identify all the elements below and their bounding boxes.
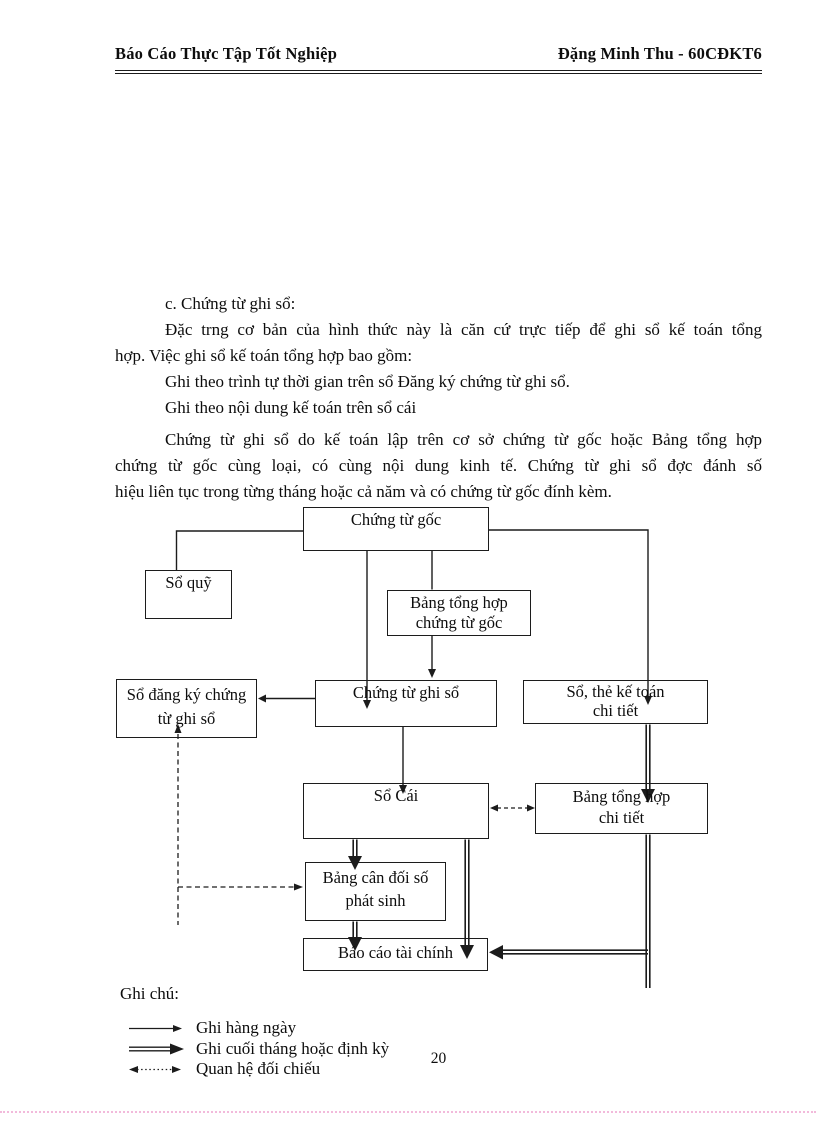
line-chungtugoc-to-soquy bbox=[175, 530, 304, 570]
box-so-cai: Sổ Cái bbox=[303, 783, 489, 839]
dashed-arrow-to-bangcandoi bbox=[178, 883, 303, 891]
body-line: Ghi theo nội dung kế toán trên sổ cái bbox=[165, 398, 417, 417]
dotted-double-arrow-icon bbox=[120, 1062, 196, 1076]
body-line: Đặc trng cơ bản của hình thức này là căn… bbox=[165, 320, 762, 339]
header-author: Đặng Minh Thu - 60CĐKT6 bbox=[557, 44, 762, 63]
box-so-the-ke-toan-chi-tiet: Sổ, thẻ kế toán chi tiết bbox=[523, 680, 708, 724]
body-line: chứng từ gốc cùng loại, có cùng nội dung… bbox=[115, 456, 762, 475]
page-bottom-guide bbox=[0, 1111, 816, 1113]
box-chung-tu-goc: Chứng từ gốc bbox=[303, 507, 489, 551]
legend-row-reconcile: Quan hệ đối chiếu bbox=[120, 1059, 389, 1080]
dashed-sodangky-vertical bbox=[174, 724, 182, 925]
header-double-rule bbox=[115, 70, 762, 74]
legend-label: Ghi cuối tháng hoặc định kỳ bbox=[196, 1038, 390, 1058]
arrow-bangtonghopctg-to-chungtughiso bbox=[428, 636, 436, 678]
body-text: c. Chứng từ ghi sổ: Đặc trng cơ bản của … bbox=[115, 291, 762, 505]
legend: Ghi chú: Ghi hàng ngày Ghi cuối tháng ho… bbox=[120, 984, 389, 1080]
body-line: c. Chứng từ ghi sổ: bbox=[165, 294, 296, 313]
header-report-title: Báo Cáo Thực Tập Tốt Nghiệp bbox=[115, 44, 338, 63]
dashed-socai-bangtonghopct bbox=[490, 804, 535, 812]
box-bao-cao-tai-chinh: Báo cáo tài chính bbox=[303, 938, 488, 971]
arrow-chungtughiso-to-sodangky bbox=[258, 694, 315, 703]
legend-label: Ghi hàng ngày bbox=[196, 1018, 297, 1038]
box-bang-can-doi-so-phat-sinh: Bảng cân đối số phát sinh bbox=[305, 862, 446, 921]
single-arrow-icon bbox=[120, 1021, 196, 1035]
box-so-dang-ky-chung-tu-ghi-so: Sổ đăng ký chứng từ ghi sổ bbox=[116, 679, 257, 738]
page-header: Báo Cáo Thực Tập Tốt Nghiệp Đặng Minh Th… bbox=[115, 44, 762, 64]
legend-row-daily: Ghi hàng ngày bbox=[120, 1018, 389, 1039]
box-bang-tong-hop-chi-tiet: Bảng tổng hợp chi tiết bbox=[535, 783, 708, 834]
legend-label: Quan hệ đối chiếu bbox=[196, 1059, 321, 1079]
box-bang-tong-hop-chung-tu-goc: Bảng tổng hợp chứng từ gốc bbox=[387, 590, 531, 636]
body-line: Chứng từ ghi sổ do kế toán lập trên cơ s… bbox=[165, 430, 762, 449]
body-line: Ghi theo trình tự thời gian trên sổ Đăng… bbox=[165, 372, 570, 391]
box-chung-tu-ghi-so: Chứng từ ghi sổ bbox=[315, 680, 497, 727]
box-so-quy: Sổ quỹ bbox=[145, 570, 232, 619]
double-line-arrow-icon bbox=[120, 1042, 196, 1056]
body-line: hợp. Việc ghi sổ kế toán tổng hợp bao gồ… bbox=[115, 346, 413, 365]
legend-row-monthly: Ghi cuối tháng hoặc định kỳ bbox=[120, 1039, 389, 1060]
legend-title: Ghi chú: bbox=[120, 984, 180, 1003]
body-line: hiệu liên tục trong từng tháng hoặc cả n… bbox=[115, 482, 612, 501]
page-number: 20 bbox=[430, 1050, 447, 1067]
arrow-bangtonghopct-to-baocao bbox=[489, 834, 651, 988]
